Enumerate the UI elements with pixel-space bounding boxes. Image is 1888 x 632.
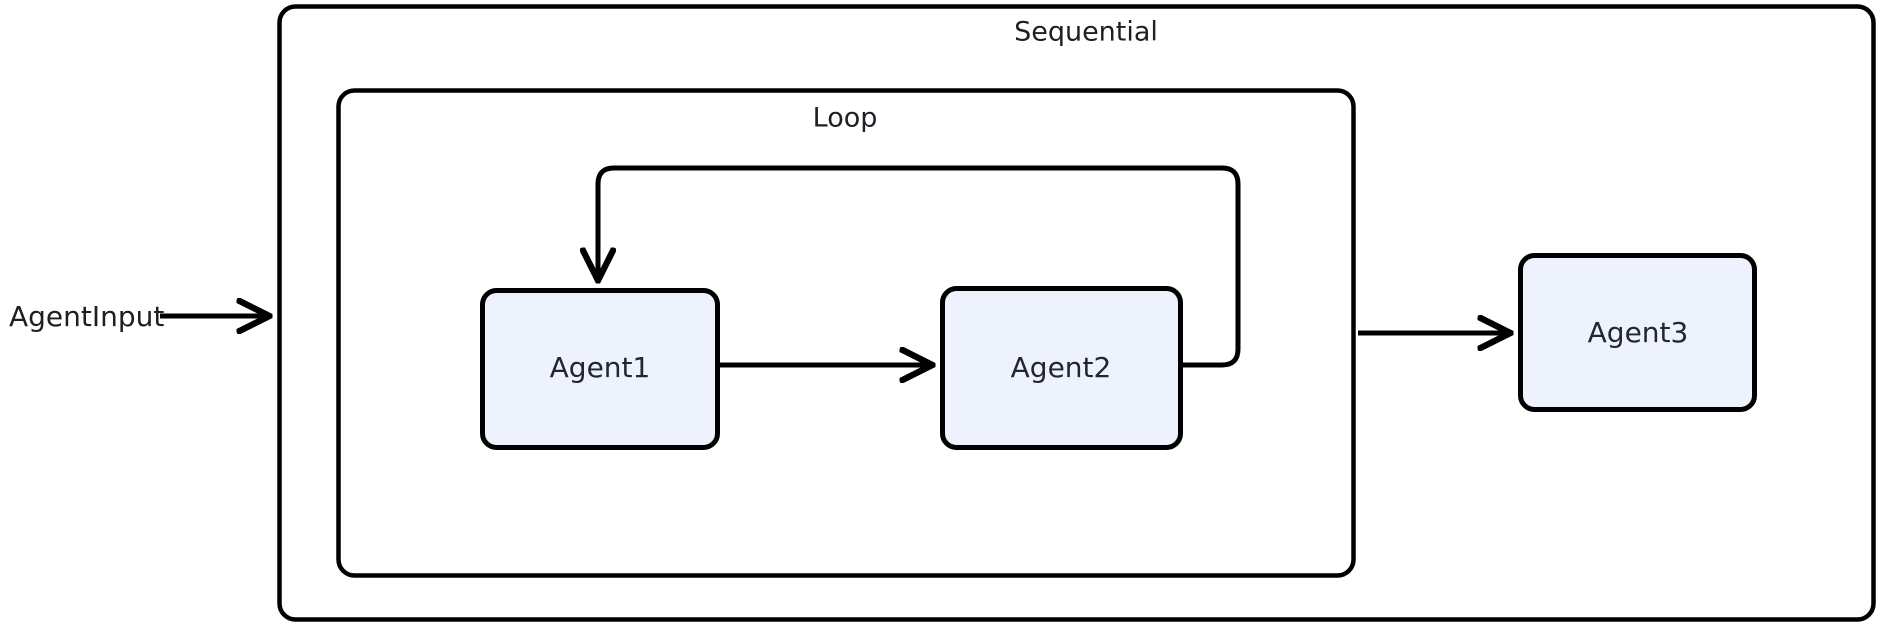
sequential-container-label: Sequential <box>1014 17 1158 48</box>
agent-input-label: AgentInput <box>9 300 164 333</box>
node-agent2[interactable]: Agent2 <box>940 286 1183 450</box>
group-loop[interactable]: Loop <box>336 88 1356 578</box>
agent1-box[interactable] <box>480 288 720 450</box>
agent2-box[interactable] <box>940 286 1183 450</box>
node-agent3[interactable]: Agent3 <box>1518 253 1757 412</box>
agent1-label: Agent1 <box>550 351 651 384</box>
loop-container-label: Loop <box>813 103 878 134</box>
agent2-label: Agent2 <box>1011 351 1112 384</box>
edge-agent2-to-agent1-loopback <box>598 165 1241 368</box>
node-agent1[interactable]: Agent1 <box>480 288 720 450</box>
agent3-box[interactable] <box>1518 253 1757 412</box>
agent3-label: Agent3 <box>1588 316 1689 349</box>
loop-container-box[interactable] <box>336 88 1356 578</box>
